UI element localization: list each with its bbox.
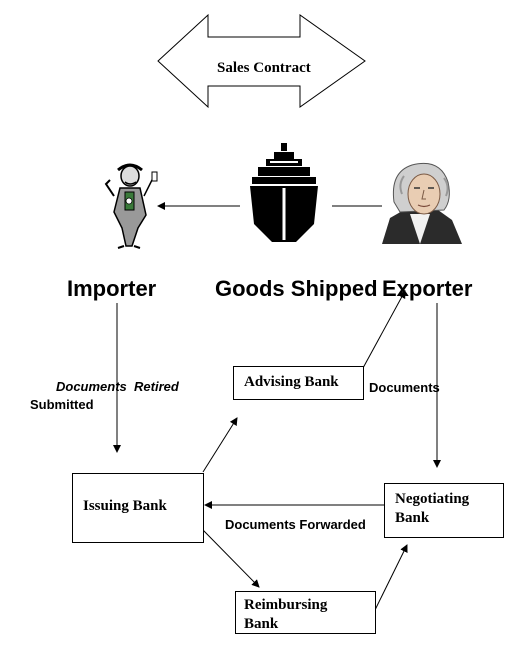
negotiating-bank-box: Negotiating Bank bbox=[384, 483, 504, 538]
negotiating-bank-label-line1: Negotiating bbox=[395, 491, 470, 507]
negotiating-bank-label-line2: Bank bbox=[395, 510, 430, 526]
issuing-to-advising-arrow bbox=[202, 417, 238, 473]
advising-to-exporter-arrow bbox=[362, 290, 406, 369]
issuing-bank-box: Issuing Bank bbox=[72, 473, 204, 543]
importer-figure-icon bbox=[104, 163, 158, 249]
issuing-bank-label: Issuing Bank bbox=[83, 498, 167, 514]
documents-forwarded-label: Documents Forwarded bbox=[225, 517, 366, 532]
exporter-label: Exporter bbox=[382, 276, 473, 301]
advising-bank-box: Advising Bank bbox=[233, 366, 364, 400]
issuing-to-reimbursing-arrow bbox=[202, 529, 260, 588]
reimbursing-to-negotiating-arrow bbox=[374, 544, 408, 611]
reimbursing-bank-label-line2: Bank bbox=[244, 616, 279, 632]
advising-bank-label: Advising Bank bbox=[244, 374, 339, 390]
reimbursing-bank-label-line1: Reimbursing bbox=[244, 597, 328, 613]
reimbursing-bank-box: Reimbursing Bank bbox=[235, 591, 376, 634]
sales-contract-label: Sales Contract bbox=[217, 60, 311, 76]
ship-icon bbox=[250, 143, 318, 242]
importer-label: Importer bbox=[67, 276, 157, 301]
double-arrow-icon bbox=[157, 13, 366, 109]
submitted-label: Submitted bbox=[30, 397, 94, 412]
documents-retired-label: Documents Retired bbox=[56, 379, 179, 394]
documents-label: Documents bbox=[369, 380, 440, 395]
goods-shipped-label: Goods Shipped bbox=[215, 276, 378, 301]
exporter-portrait-icon bbox=[382, 162, 462, 244]
